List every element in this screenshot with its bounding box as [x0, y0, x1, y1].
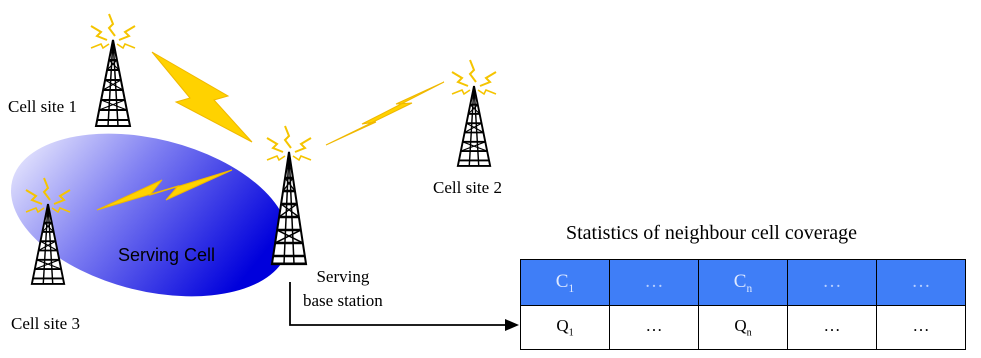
stats-title: Statistics of neighbour cell coverage: [566, 222, 858, 244]
serving-base-station-label: Serving base station: [303, 265, 383, 313]
tower-icon: [95, 39, 131, 127]
table-header-cell: Cn: [698, 259, 788, 306]
signal-bolt-icon: [151, 51, 253, 143]
table-cell: …: [787, 305, 877, 350]
table-header-cell: …: [787, 259, 877, 306]
signal-bolt-icon: [325, 81, 445, 146]
table-cell: Qn: [698, 305, 788, 350]
table-header-row: C1 … Cn … …: [520, 259, 966, 306]
table-cell: …: [876, 305, 966, 350]
connector-line: [289, 282, 508, 326]
table-header-cell: …: [609, 259, 699, 306]
serving-base-station-line1: Serving: [316, 267, 370, 286]
cell-site-2-label: Cell site 2: [433, 178, 502, 197]
table-header-cell: C1: [520, 259, 610, 306]
table-cell: …: [609, 305, 699, 350]
cell-site-3-label: Cell site 3: [11, 314, 80, 333]
serving-cell-label: Serving Cell: [118, 245, 216, 265]
table-cell: Q1: [520, 305, 610, 350]
table-row: Q1 … Qn … …: [520, 305, 966, 350]
signal-bolt-icon: [96, 169, 233, 211]
cell-site-1-label: Cell site 1: [8, 97, 77, 116]
table-header-cell: …: [876, 259, 966, 306]
arrow-head: [505, 319, 519, 331]
serving-base-station-line2: base station: [303, 291, 383, 310]
neighbour-cell-stats-table: C1 … Cn … … Q1 … Qn … …: [520, 259, 966, 350]
tower-icon: [456, 85, 492, 167]
